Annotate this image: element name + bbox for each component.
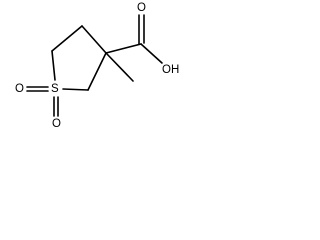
bond-c4-c5 (81, 25, 107, 54)
carbonyl-oxygen-label: O (137, 2, 146, 14)
bond-s-c3 (51, 50, 56, 81)
bond-methyl (105, 52, 134, 82)
hydroxyl-label: OH (162, 64, 179, 76)
sulfonyl-oxygen-left-label: O (15, 83, 24, 95)
sulfonyl-oxygen-bottom-label: O (52, 118, 61, 130)
bond-c5-c6 (87, 52, 107, 91)
structure-diagram: O OH S O O (15, 2, 179, 130)
bond-c6-s (62, 88, 89, 91)
bond-c-oh (140, 43, 163, 64)
bond-c3-c4 (51, 25, 83, 52)
bond-c-carboxyl (105, 43, 142, 54)
sulfur-label: S (51, 83, 59, 95)
